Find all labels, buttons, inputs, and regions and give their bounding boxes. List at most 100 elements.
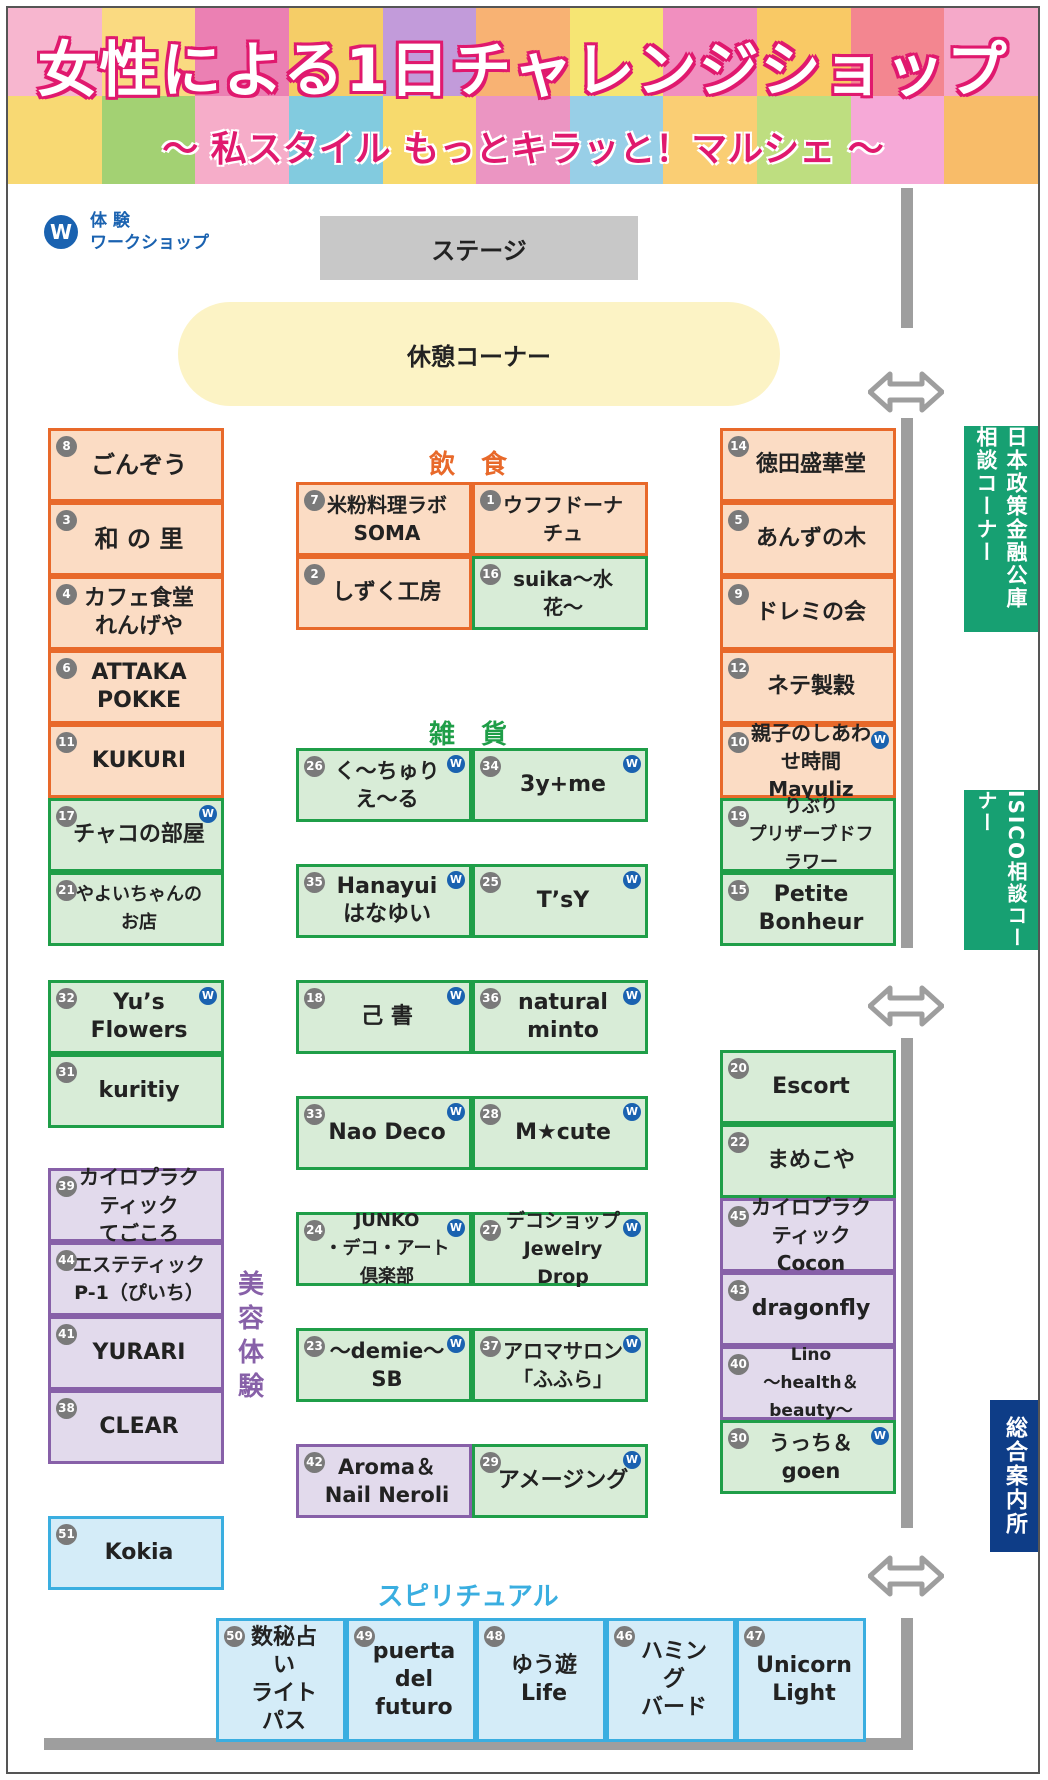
booth-number: 49	[354, 1626, 375, 1647]
workshop-icon: W	[199, 805, 217, 823]
booth-name: カイロプラクティック てごころ	[79, 1165, 199, 1245]
information-desk: 総合案内所	[990, 1400, 1038, 1552]
booth-number: 19	[728, 806, 749, 827]
booth: 9 ドレミの会	[720, 576, 896, 650]
booth-name: JUNKO ・デコ・アート倶楽部	[324, 1210, 450, 1287]
booth-name: ごんぞう	[91, 451, 187, 479]
workshop-icon: W	[623, 1451, 641, 1469]
double-arrow-icon	[868, 985, 944, 1027]
workshop-icon: W	[447, 1335, 465, 1353]
booth-number: 16	[480, 564, 501, 585]
booth-name: dragonfly	[751, 1296, 871, 1321]
jfc-consultation-corner: 日本政策金融公庫相談コーナー	[964, 426, 1038, 632]
booth-number: 1	[480, 490, 501, 511]
wall-right-bottom	[901, 1618, 913, 1748]
booth: 3 和 の 里	[48, 502, 224, 576]
booth-number: 42	[304, 1452, 325, 1473]
workshop-icon: W	[871, 731, 889, 749]
booth-name: 親子のしあわせ時間 Mayuliz	[751, 721, 871, 801]
booth-name: あんずの木	[755, 526, 866, 551]
booth-number: 31	[56, 1062, 77, 1083]
category-beauty: 美容体験	[237, 1270, 264, 1402]
booth-number: 3	[56, 510, 77, 531]
rest-area: 休憩コーナー	[178, 302, 780, 406]
floor-map: 女性による1日チャレンジショップ 〜 私スタイル もっとキラッと！マルシェ 〜 …	[6, 6, 1040, 1774]
booth-name: puerta del futuro	[372, 1639, 456, 1720]
booth-name: デコショップ Jewelry Drop	[505, 1210, 620, 1288]
double-arrow-icon	[868, 1555, 944, 1597]
booth-number: 37	[480, 1336, 501, 1357]
booth-name: うっち＆goen	[769, 1431, 853, 1483]
booth-name: Nao Deco	[328, 1120, 446, 1145]
booth-number: 28	[480, 1104, 501, 1125]
workshop-icon: W	[447, 755, 465, 773]
banner-background	[8, 8, 1038, 184]
booth-number: 17	[56, 806, 77, 827]
booth-number: 39	[56, 1176, 77, 1197]
page-title: 女性による1日チャレンジショップ	[37, 36, 1009, 106]
booth-number: 43	[728, 1280, 749, 1301]
booth-name: りぶり プリザーブドフラワー	[748, 796, 874, 873]
booth-number: 35	[304, 872, 325, 893]
booth-number: 15	[728, 880, 749, 901]
booth-name: Unicorn Light	[756, 1653, 852, 1706]
booth-name: 数秘占い ライトパス	[250, 1625, 317, 1734]
booth-number: 34	[480, 756, 501, 777]
booth-name: 和 の 里	[94, 525, 184, 553]
workshop-icon: W	[447, 1103, 465, 1121]
booth-number: 6	[56, 658, 77, 679]
booth-number: 44	[56, 1250, 77, 1271]
booth: 5 あんずの木	[720, 502, 896, 576]
booth-number: 5	[728, 510, 749, 531]
booth-number: 27	[480, 1220, 501, 1241]
booth-name: ドレミの会	[755, 600, 866, 625]
booth-name: natural minto	[518, 990, 608, 1043]
booth-number: 36	[480, 988, 501, 1009]
workshop-icon: W	[44, 215, 78, 249]
workshop-icon: W	[623, 1103, 641, 1121]
booth-name: Escort	[772, 1074, 850, 1099]
booth-name: kuritiy	[98, 1078, 180, 1103]
booth-name: ハミング バード	[640, 1639, 707, 1720]
booth-number: 41	[56, 1324, 77, 1345]
workshop-icon: W	[871, 1427, 889, 1445]
booth-number: 21	[56, 880, 77, 901]
booth-name: まめこや	[766, 1148, 855, 1173]
booth-name: suika〜水花〜	[513, 567, 613, 619]
booth-number: 12	[728, 658, 749, 679]
booth-number: 7	[304, 490, 325, 511]
booth-name: カフェ食堂 れんげや	[83, 586, 194, 639]
booth-name: カイロプラクティック Cocon	[751, 1195, 871, 1275]
workshop-icon: W	[447, 987, 465, 1005]
booth-name: 徳田盛華堂	[755, 452, 866, 477]
booth-number: 45	[728, 1206, 749, 1227]
legend-line-2: ワークショップ	[90, 233, 209, 253]
booth-name: Lino 〜health＆beauty〜	[763, 1345, 859, 1421]
booth-number: 9	[728, 584, 749, 605]
booth-name: ネテ製穀	[766, 674, 855, 699]
